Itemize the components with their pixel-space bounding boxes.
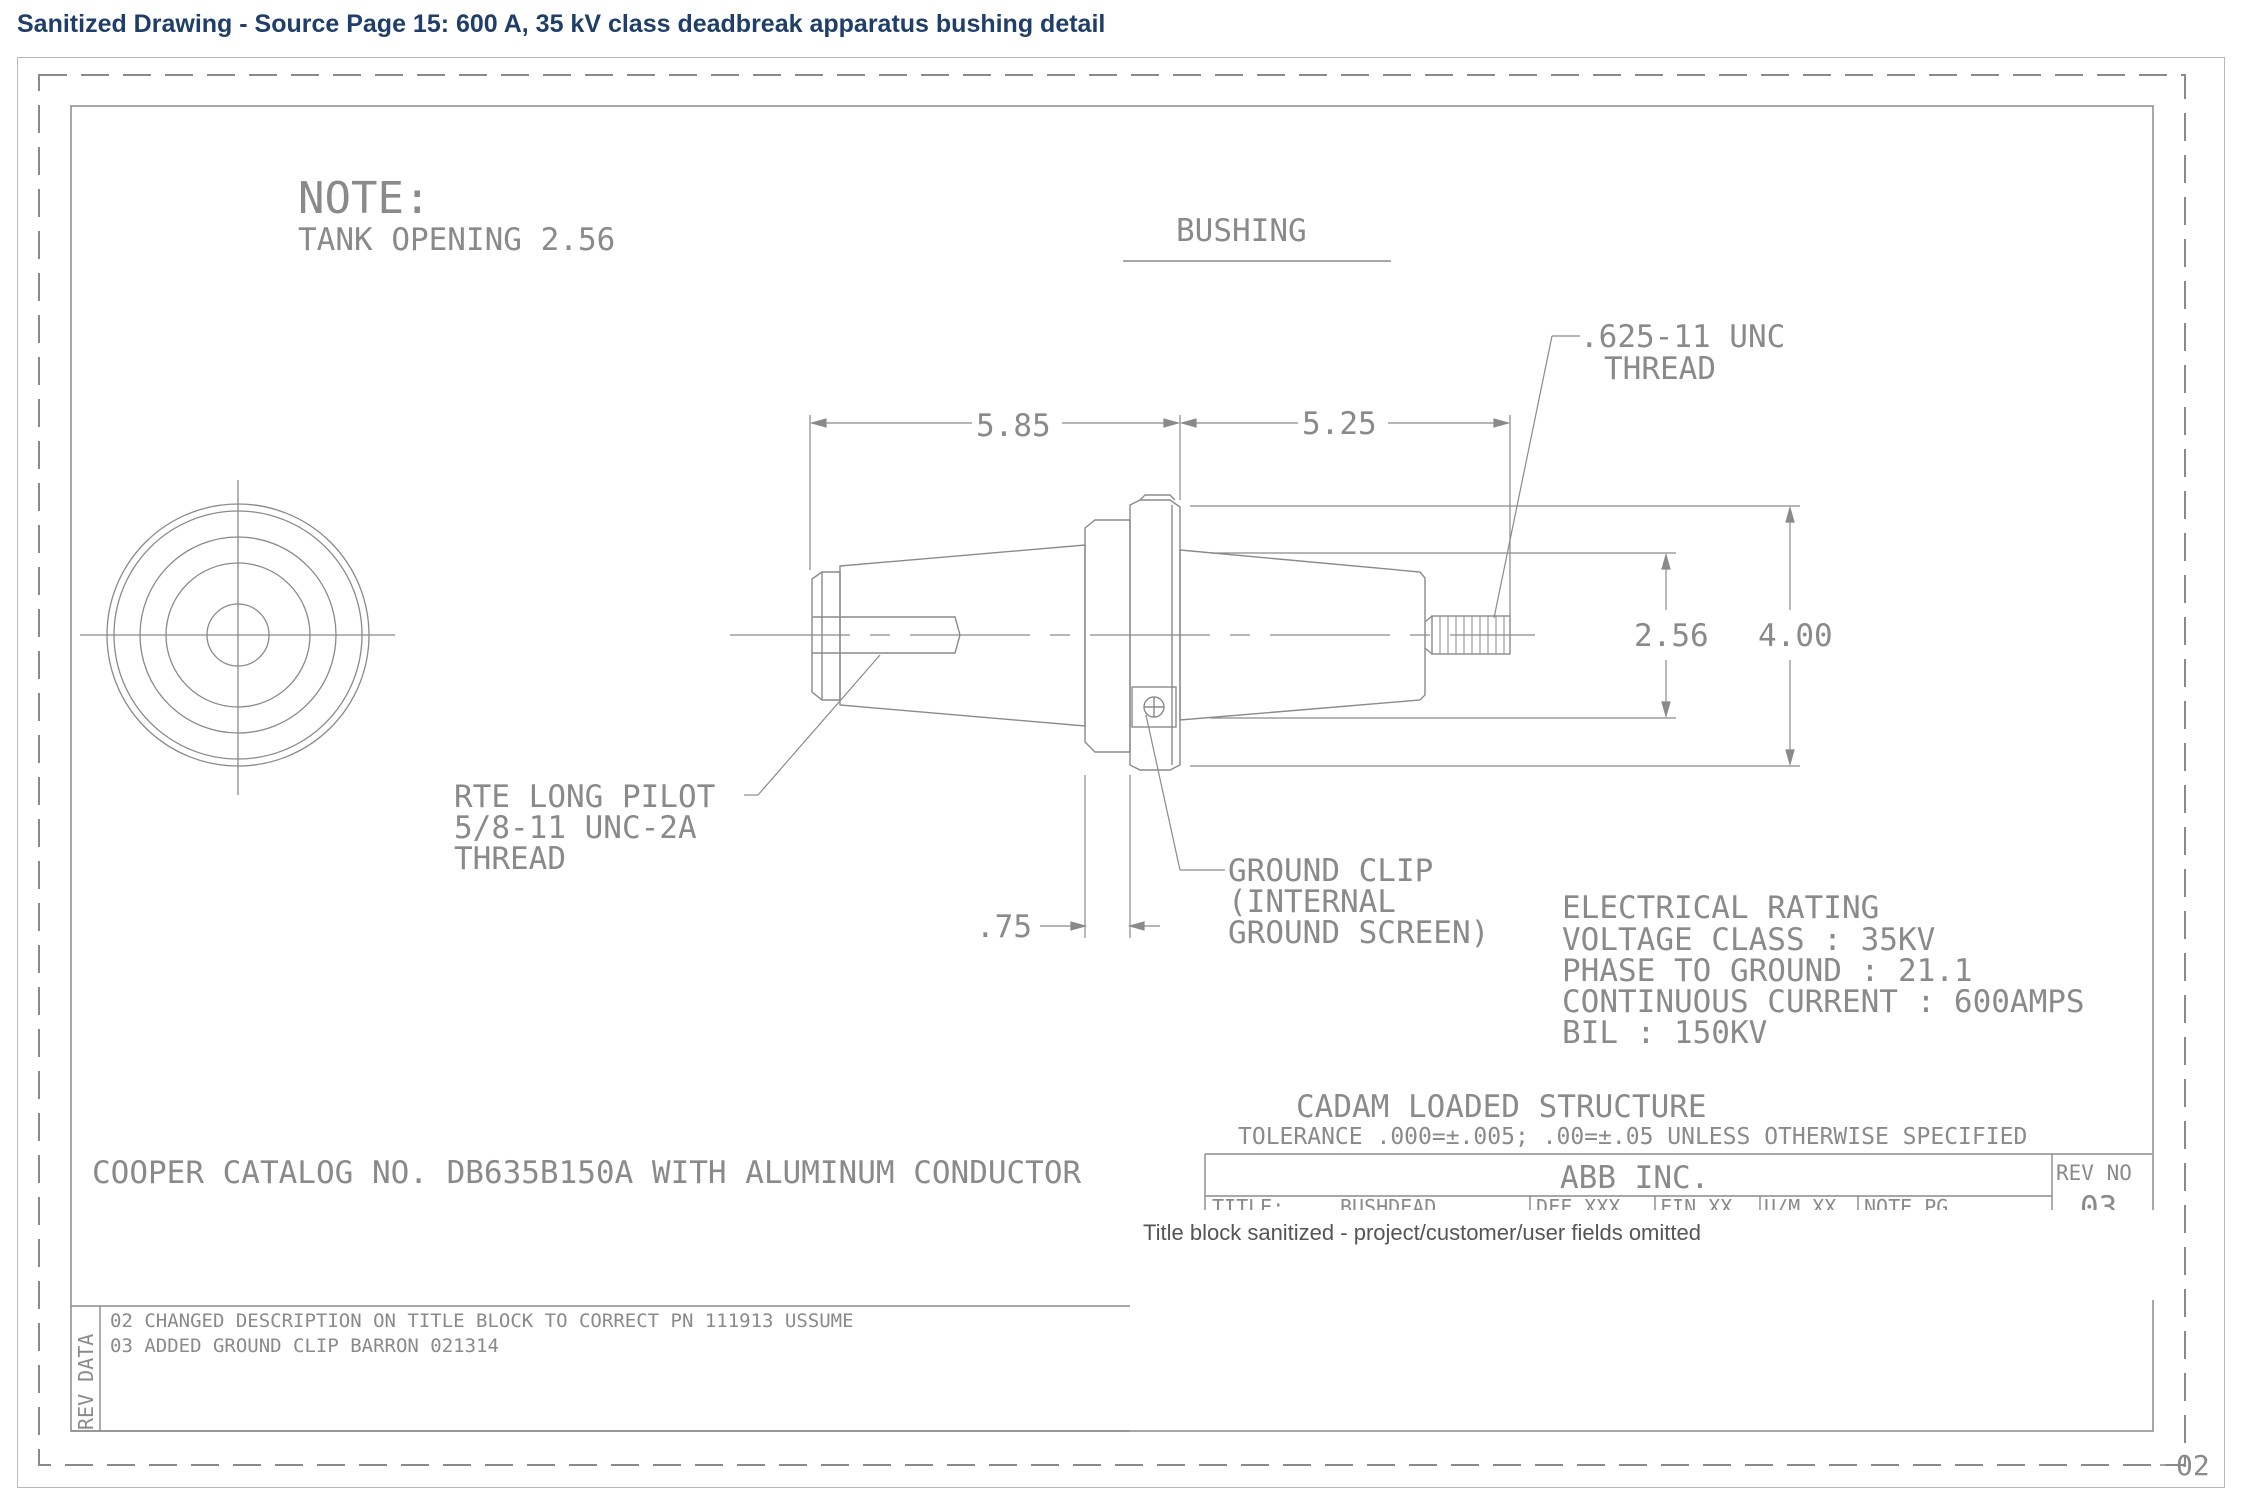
- flange-dimension: [1040, 775, 1160, 938]
- dim-flange-width: .75: [976, 909, 1032, 945]
- pilot-callout-line2: 5/8-11 UNC-2A: [454, 810, 697, 846]
- dim-left-length: 5.85: [976, 408, 1051, 444]
- title-block-rev-label: REV NO: [2056, 1161, 2132, 1185]
- pilot-callout-line3: THREAD: [454, 841, 566, 877]
- thread-callout-line1: .625-11 UNC: [1580, 319, 1785, 355]
- dim-right-length: 5.25: [1302, 406, 1377, 442]
- ground-clip-line3: GROUND SCREEN): [1228, 915, 1489, 951]
- drawing-frame: [17, 57, 2225, 1488]
- electrical-rating-heading: ELECTRICAL RATING: [1562, 890, 1879, 926]
- rev-entry-02: 02 CHANGED DESCRIPTION ON TITLE BLOCK TO…: [110, 1310, 854, 1332]
- dim-inner-diameter: 2.56: [1634, 618, 1709, 654]
- outer-dashed-border: [38, 74, 2186, 1466]
- phase-to-ground: PHASE TO GROUND : 21.1: [1562, 953, 1973, 989]
- sheet-mark: 02: [2176, 1449, 2210, 1482]
- ground-clip-line1: GROUND CLIP: [1228, 853, 1433, 889]
- voltage-class: VOLTAGE CLASS : 35KV: [1562, 922, 1935, 958]
- note-heading: NOTE:: [298, 173, 430, 224]
- sanitized-mask: [1140, 1210, 2180, 1300]
- end-view: [80, 480, 395, 795]
- tolerance-note: TOLERANCE .000=±.005; .00=±.05 UNLESS OT…: [1238, 1124, 2027, 1150]
- view-title: BUSHING: [1176, 213, 1307, 249]
- continuous-current: CONTINUOUS CURRENT : 600AMPS: [1562, 984, 2085, 1020]
- diameter-dimensions: [1190, 505, 1800, 767]
- thread-callout-line2: THREAD: [1604, 351, 1716, 387]
- dim-outer-diameter: 4.00: [1758, 618, 1833, 654]
- note-text: TANK OPENING 2.56: [298, 222, 615, 258]
- thread-leader: [1493, 335, 1580, 619]
- page-title: Sanitized Drawing - Source Page 15: 600 …: [17, 10, 1106, 38]
- sanitized-note: Title block sanitized - project/customer…: [1143, 1220, 1701, 1245]
- title-block: [1204, 1153, 2152, 1212]
- length-dimensions: [809, 415, 1511, 616]
- ground-clip-line2: (INTERNAL: [1228, 884, 1396, 920]
- ground-clip-leader: [1145, 714, 1225, 871]
- rev-entry-03: 03 ADDED GROUND CLIP BARRON 021314: [110, 1335, 499, 1357]
- cadam-label: CADAM LOADED STRUCTURE: [1296, 1089, 1707, 1125]
- title-block-company: ABB INC.: [1560, 1160, 1709, 1196]
- electrical-rating: ELECTRICAL RATING VOLTAGE CLASS : 35KV P…: [1562, 890, 2085, 1051]
- pilot-leader: [744, 654, 881, 796]
- bushing-side-view: [811, 494, 1511, 771]
- catalog-text: COOPER CATALOG NO. DB635B150A WITH ALUMI…: [92, 1155, 1082, 1191]
- pilot-callout-line1: RTE LONG PILOT: [454, 779, 715, 815]
- rev-data-label: REV DATA: [74, 1334, 98, 1430]
- bil-rating: BIL : 150KV: [1562, 1015, 1767, 1051]
- rev-data-block: [71, 1305, 1130, 1432]
